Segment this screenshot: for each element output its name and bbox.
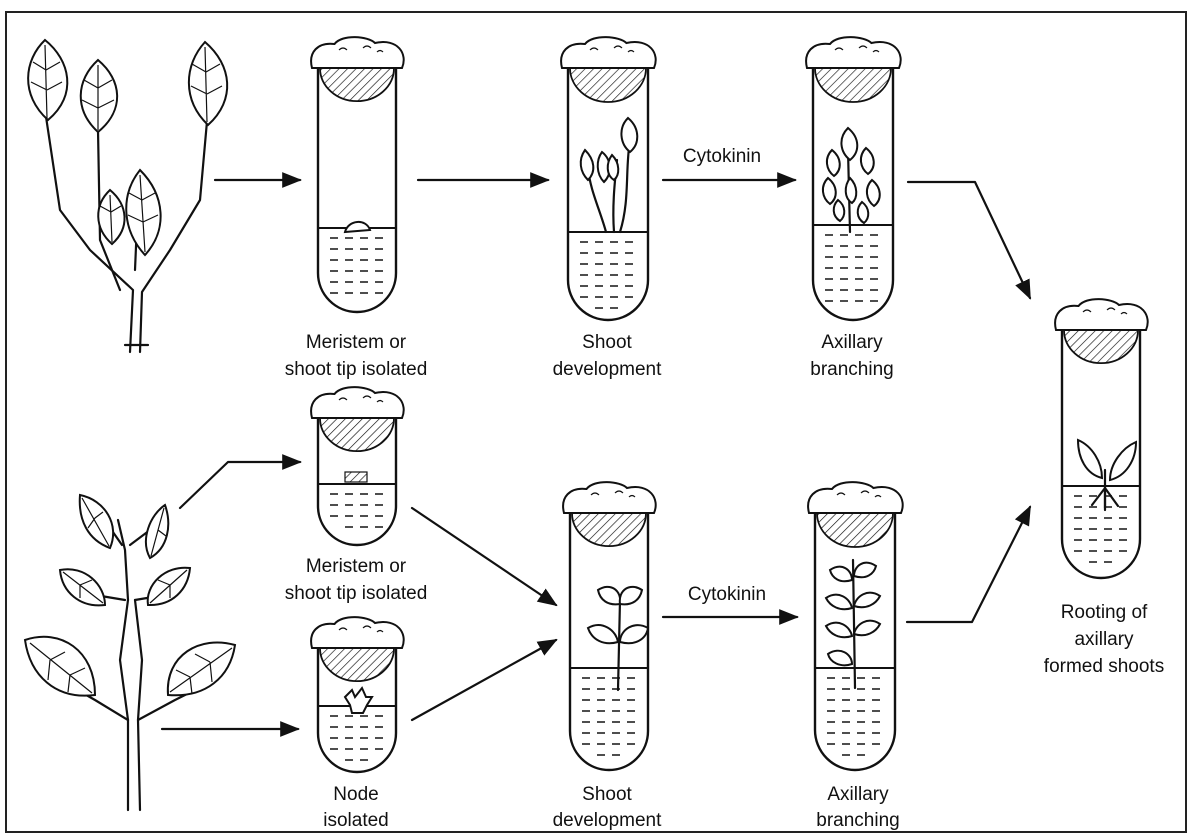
tube-rooting-icon	[1055, 299, 1148, 578]
label-top-axillary-1: Axillary	[821, 332, 883, 353]
label-top-isolated-1: Meristem or	[306, 332, 407, 353]
label-bot-axillary-1: Axillary	[827, 784, 889, 805]
label-top-shoot-2: development	[553, 359, 663, 380]
label-top-isolated-2: shoot tip isolated	[285, 359, 428, 380]
label-mid-isolated-1: Meristem or	[306, 556, 407, 577]
labels: Meristem or shoot tip isolated Shoot dev…	[285, 146, 1165, 831]
label-bot-cytokinin: Cytokinin	[688, 584, 766, 605]
tube-meristem-top-icon	[311, 37, 404, 312]
label-rooting-1: Rooting of	[1061, 602, 1148, 623]
label-top-cytokinin: Cytokinin	[683, 146, 761, 167]
tube-contents	[345, 118, 1136, 713]
label-bot-axillary-2: branching	[816, 810, 899, 831]
label-rooting-3: formed shoots	[1044, 656, 1164, 677]
node-plant-icon	[25, 495, 235, 810]
label-bot-shoot-2: development	[553, 810, 663, 831]
label-rooting-2: axillary	[1074, 629, 1134, 650]
label-bot-shoot-1: Shoot	[582, 784, 632, 805]
tube-meristem-mid-icon	[311, 387, 404, 545]
label-mid-isolated-2: shoot tip isolated	[285, 583, 428, 604]
label-top-axillary-2: branching	[810, 359, 893, 380]
label-top-shoot-1: Shoot	[582, 332, 632, 353]
shoot-tip-plant-icon	[28, 40, 227, 352]
tube-axillary-bottom-icon	[808, 482, 903, 770]
tube-axillary-top-icon	[806, 37, 901, 320]
label-node-2: isolated	[323, 810, 389, 831]
label-node-1: Node	[333, 784, 378, 805]
tube-shoot-top-icon	[561, 37, 656, 320]
